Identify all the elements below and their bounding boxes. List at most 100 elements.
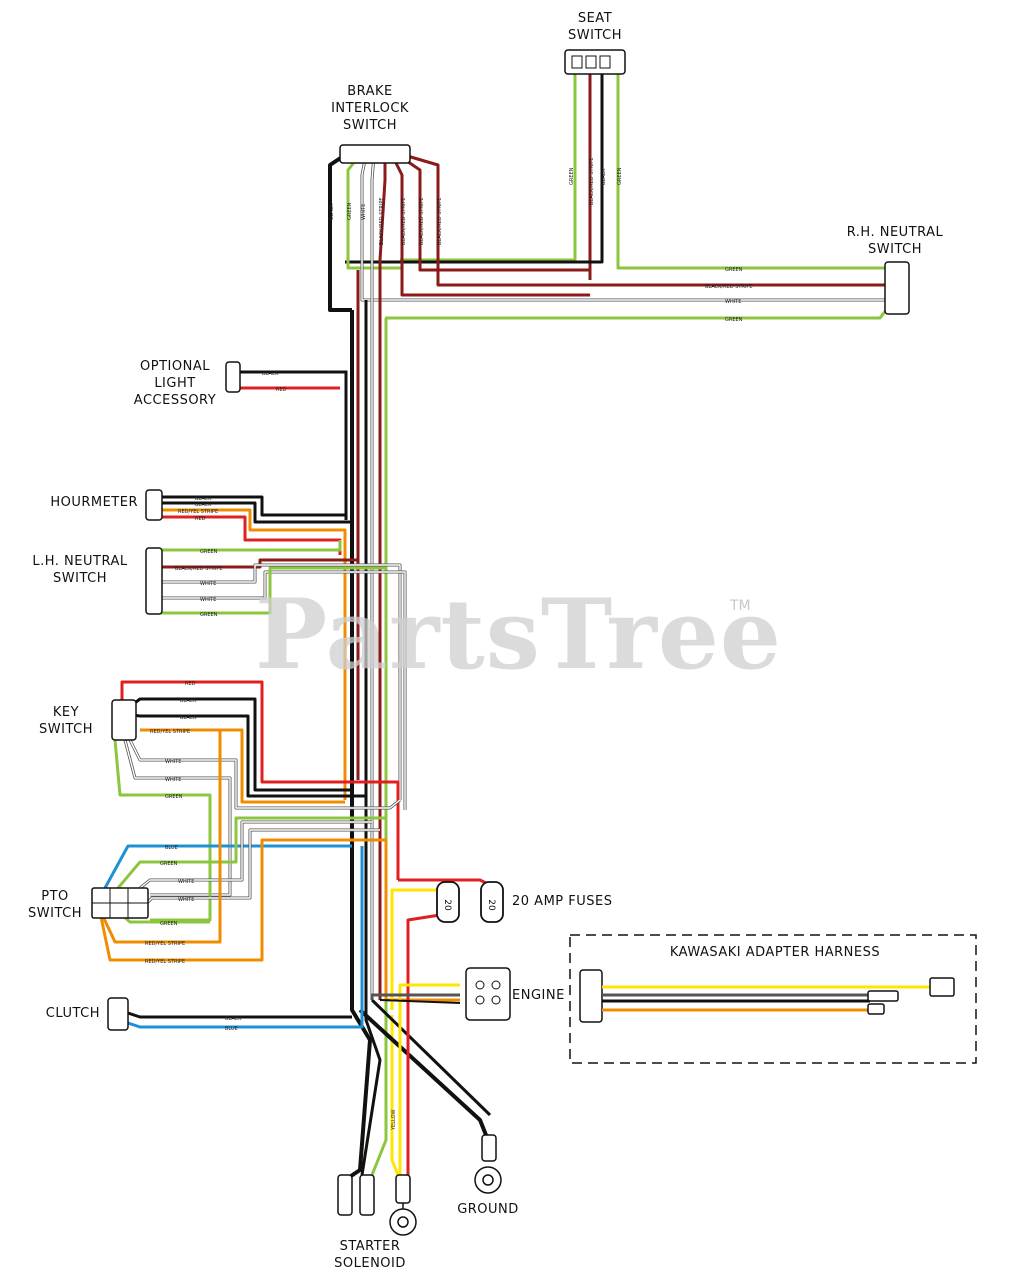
optional-light-label: OPTIONAL LIGHT ACCESSORY bbox=[133, 359, 217, 408]
clutch-wire-black bbox=[124, 1010, 352, 1019]
ground-label: GROUND bbox=[457, 1202, 519, 1217]
wire-label-rh-green-1: GREEN bbox=[725, 267, 743, 273]
wire-label-hm-ry: RED/YEL STRIPE bbox=[178, 509, 218, 515]
brake-wire-white-a-in bbox=[361, 154, 885, 301]
wire-label-hm-black-2: BLACK bbox=[195, 502, 212, 508]
wire-label-lh-green-2: GREEN bbox=[200, 612, 218, 618]
light-connector bbox=[225, 361, 241, 393]
wire-label-lh-br: BLACK/RED STRIPE bbox=[175, 566, 223, 572]
lh-neutral-connector bbox=[145, 547, 163, 615]
lh-wire-green-1 bbox=[160, 540, 342, 552]
pto-wire-white-2-in bbox=[139, 829, 380, 911]
wire-label-light-red: RED bbox=[276, 387, 287, 393]
wire-label-hm-black-1: BLACK bbox=[195, 496, 212, 502]
brake-wire-br-3 bbox=[397, 153, 590, 272]
wire-label-pto-green-2: GREEN bbox=[160, 921, 178, 927]
optional-light-wires bbox=[225, 361, 348, 520]
wire-label-seat-br: BLACK/RED STRIPE bbox=[589, 157, 595, 205]
wire-label-brake-br-2: BLACK/RED STRIPE bbox=[401, 197, 407, 245]
brake-wire-br-1 bbox=[378, 155, 387, 320]
fuse-1-rating: 20 bbox=[442, 899, 452, 911]
wire-label-rh-br: BLACK/RED STRIPE bbox=[705, 284, 753, 290]
wire-label-rh-green-2: GREEN bbox=[725, 317, 743, 323]
wire-label-seat-green: GREEN bbox=[569, 167, 575, 185]
seat-wire-green-right bbox=[616, 70, 890, 270]
trunk-yellow bbox=[390, 1015, 400, 1176]
rh-neutral-connector bbox=[884, 261, 910, 315]
seat-switch-label: SEAT SWITCH bbox=[568, 11, 622, 43]
kawasaki-connector-right bbox=[929, 977, 955, 997]
key-wire-white-2-in bbox=[124, 739, 231, 896]
key-wire-white-1-in bbox=[129, 739, 401, 809]
kawasaki-connector-left bbox=[579, 969, 603, 1023]
wire-label-pto-white-1: WHITE bbox=[178, 879, 194, 885]
wire-label-lh-white-1: WHITE bbox=[200, 581, 216, 587]
starter-solenoid-label: STARTER SOLENOID bbox=[334, 1239, 406, 1271]
wire-label-key-ry: RED/YEL STRIPE bbox=[150, 729, 190, 735]
trunk-black-ground bbox=[358, 1008, 490, 1141]
lh-wire-white-2-in bbox=[160, 571, 406, 810]
wire-label-brake-br-4: BLACK/RED STRIPE bbox=[437, 197, 443, 245]
lh-neutral-label: L.H. NEUTRAL SWITCH bbox=[32, 554, 128, 586]
engine-wire-black bbox=[379, 999, 461, 1004]
wire-label-key-white-1: WHITE bbox=[165, 759, 181, 765]
key-wire-red bbox=[120, 680, 400, 880]
solenoid-terminal-1 bbox=[337, 1174, 353, 1216]
wire-label-key-black-2: BLACK bbox=[180, 715, 197, 721]
main-harness-trunk bbox=[343, 270, 492, 1182]
key-switch-label: KEY SWITCH bbox=[39, 705, 93, 737]
solenoid-terminal-3 bbox=[395, 1174, 411, 1204]
key-switch-wires bbox=[111, 680, 401, 922]
hourmeter-label: HOURMETER bbox=[50, 495, 138, 510]
clutch-wires bbox=[107, 846, 364, 1031]
brake-wire-black bbox=[328, 153, 352, 312]
lh-neutral-wires bbox=[145, 540, 407, 810]
fuses-label: 20 AMP FUSES bbox=[512, 894, 613, 909]
hm-wire-black-2 bbox=[160, 501, 352, 524]
wire-label-brake-green: GREEN bbox=[347, 202, 353, 220]
wire-label-trunk-yellow: YELLOW bbox=[391, 1109, 397, 1131]
brake-wire-br-4 bbox=[403, 153, 885, 287]
rh-neutral-label: R.H. NEUTRAL SWITCH bbox=[846, 225, 944, 257]
engine-wire-white bbox=[370, 993, 460, 1000]
wire-label-brake-black: BLACK bbox=[329, 203, 335, 220]
brake-interlock-connector bbox=[339, 144, 411, 164]
wire-label-seat-black: BLACK bbox=[601, 168, 607, 185]
pto-switch-label: PTO SWITCH bbox=[28, 889, 82, 921]
wire-label-rh-white: WHITE bbox=[725, 299, 741, 305]
fuse-2-rating: 20 bbox=[486, 899, 496, 911]
seat-wire-black bbox=[345, 70, 604, 264]
wire-label-key-red: RED bbox=[185, 681, 196, 687]
brake-wire-br-2 bbox=[390, 154, 590, 297]
wire-label-lh-green-1: GREEN bbox=[200, 549, 218, 555]
fuse-wire-yellow-low bbox=[398, 983, 460, 1175]
key-wire-black-2 bbox=[131, 713, 366, 798]
wire-label-clutch-blue: BLUE bbox=[225, 1026, 238, 1032]
seat-switch-wires bbox=[345, 70, 890, 280]
trunk-green bbox=[370, 318, 388, 1176]
kawasaki-plug-2 bbox=[867, 1003, 885, 1015]
wire-label-key-green: GREEN bbox=[165, 794, 183, 800]
wire-label-pto-green-1: GREEN bbox=[160, 861, 178, 867]
watermark-tm: TM bbox=[730, 598, 751, 614]
fuse-wire-yellow-top bbox=[390, 888, 440, 1010]
wire-label-hm-red: RED bbox=[195, 516, 206, 522]
lh-wire-white-1-in bbox=[160, 564, 401, 800]
clutch-connector bbox=[107, 997, 129, 1031]
clutch-label: CLUTCH bbox=[45, 1006, 100, 1021]
engine-label: ENGINE bbox=[512, 988, 565, 1003]
seat-switch-connector bbox=[564, 49, 626, 75]
hm-wire-ry bbox=[160, 508, 347, 800]
seat-wire-green-left bbox=[400, 70, 577, 262]
light-wire-black bbox=[240, 370, 348, 520]
watermark: PartsTree bbox=[255, 578, 782, 691]
clutch-wire-blue bbox=[124, 846, 364, 1029]
kawasaki-label: KAWASAKI ADAPTER HARNESS bbox=[669, 945, 881, 960]
rh-neutral-green-lower bbox=[385, 304, 892, 320]
key-switch-connector bbox=[111, 699, 137, 741]
pto-switch-wires bbox=[91, 728, 460, 1002]
kawasaki-plug-1 bbox=[867, 990, 899, 1002]
wire-label-brake-br-1: BLACK/RED STRIPE bbox=[379, 197, 385, 245]
kawasaki-dashed-box bbox=[569, 934, 977, 1064]
